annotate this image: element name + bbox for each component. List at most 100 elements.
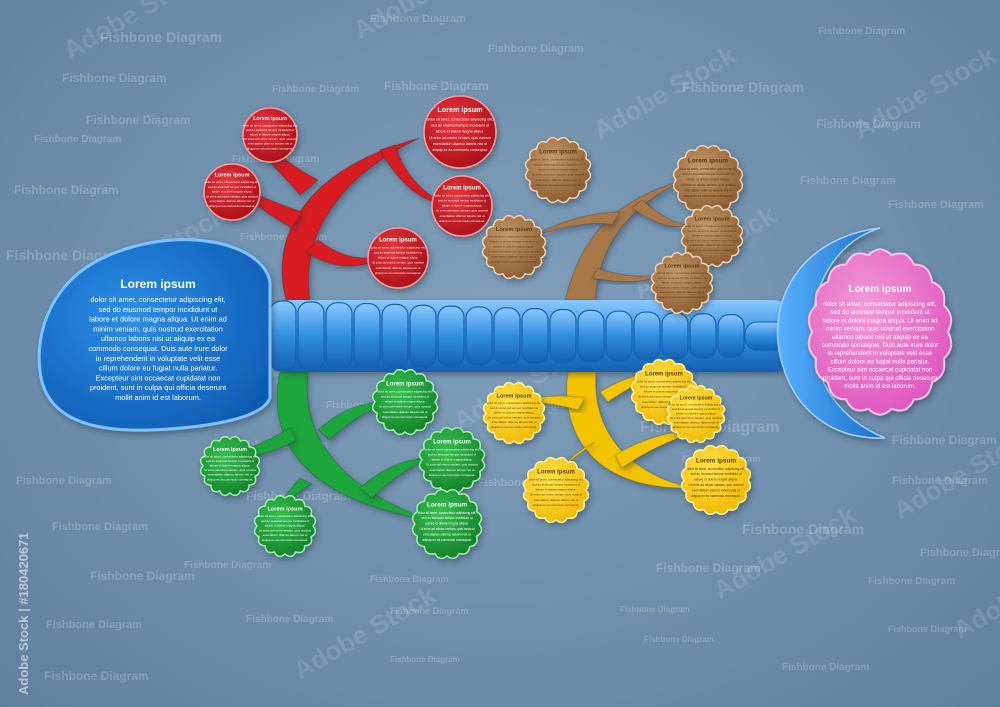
- background-fishbone-label: Fishbone Diagram: [656, 561, 761, 575]
- red-bubble-shape: [242, 107, 298, 163]
- bubble-body-line: labore et dolore magna aliqua.: [212, 190, 253, 194]
- bubble-body-line: exercitation ullamco laboris nisi ut: [423, 533, 471, 537]
- bubble-body-line: sed do eiusmod tempor incididunt ut: [672, 407, 720, 411]
- bubble-body-line: dolor sit amet, consectetur adipiscing e…: [425, 447, 480, 451]
- yellow-bubble-shape: [522, 456, 590, 524]
- bubble-body-line: aliquip ex ea commodo consequat.: [659, 295, 706, 299]
- bubble-body-line: sed do eiusmod tempor incididunt ut: [381, 395, 429, 399]
- background-fishbone-label: Fishbone Diagram: [246, 614, 333, 625]
- background-fishbone-label: Fishbone Diagram: [892, 475, 988, 487]
- bubble-body-line: Ut enim ad minim veniam, quis nostrud: [379, 405, 431, 409]
- bubble-body-line: sed do eiusmod tempor incididunt ut: [206, 459, 254, 463]
- bubble-body-line: exercitation ullamco laboris nisi ut: [440, 214, 485, 218]
- bubble-body-line: aliquip ex ea commodo consequat.: [209, 204, 256, 208]
- bubble-body-line: sed do eiusmod tempor incididunt ut: [682, 172, 733, 176]
- background-fishbone-label: Fishbone Diagram: [390, 606, 469, 616]
- bubble-body-line: aliquip ex ea commodo consequat.: [375, 271, 422, 275]
- bubble-body-line: aliquip ex ea commodo consequat.: [247, 146, 294, 150]
- vertebra: [717, 314, 745, 359]
- bubble-body-line: labore et dolore magna aliqua.: [210, 464, 251, 468]
- bubble-body-line: sed do eiusmod tempor incididunt ut: [658, 276, 706, 280]
- bubble-body-line: Ut enim ad minim veniam, quis nostrud: [419, 527, 474, 531]
- background-fishbone-label: Fishbone Diagram: [240, 232, 327, 243]
- bubble-title: Lorem ipsum: [496, 227, 532, 233]
- bubble-body-line: exercitation ullamco laboris nisi ut: [376, 266, 421, 270]
- bubble-body-line: Ut enim ad minim veniam, quis nostrud: [638, 395, 690, 399]
- bubble-body-line: Ut enim ad minim veniam, quis nostrud: [680, 183, 735, 187]
- green-bubble-shape: [418, 426, 486, 494]
- background-fishbone-label: Fishbone Diagram: [868, 576, 955, 587]
- bubble-body-line: Ut enim ad minim veniam, quis nostrud: [204, 468, 256, 472]
- head-body-line: commodo consequat. Duis aute irure dolor: [88, 344, 228, 353]
- watermark-label: Adobe Stock: [708, 499, 861, 605]
- head-body-line: dolor sit amet, consectetur adipiscing e…: [90, 295, 225, 304]
- background-fishbone-label: Fishbone Diagram: [34, 134, 121, 145]
- vertebra: [689, 313, 717, 359]
- bubble-body-line: aliquip ex ea commodo consequat.: [429, 473, 476, 477]
- bubble-body-line: exercitation ullamco laboris nisi ut: [248, 142, 293, 146]
- bubble-body-line: sed do eiusmod tempor incididunt ut: [438, 199, 486, 203]
- tail-body-line: ullamco laboris nisi ut aliquip ex ea: [832, 334, 928, 341]
- bubble-body-line: labore et dolore magna aliqua.: [378, 256, 419, 260]
- bubble-title: Lorem ipsum: [386, 382, 424, 388]
- bubble-body-line: labore et dolore magna aliqua.: [494, 411, 535, 415]
- bubble-body-line: dolor sit amet, consectetur adipiscing e…: [487, 401, 542, 405]
- vertebra: [437, 305, 465, 367]
- bubble-body-line: exercitation ullamco laboris nisi ut: [383, 410, 428, 414]
- fish-head: [37, 238, 272, 432]
- bubble-body-line: aliquip ex ea commodo consequat.: [683, 194, 732, 198]
- head-body-line: ullamco laboris nisi ut aliquip ex ea: [101, 334, 216, 343]
- bubble-title: Lorem ipsum: [443, 186, 481, 192]
- background-fishbone-label: Fishbone Diagram: [920, 547, 1000, 559]
- bubble-body-line: dolor sit amet, consectetur adipiscing e…: [687, 467, 745, 471]
- bubble-body-line: aliquip ex ea commodo consequat.: [262, 538, 309, 542]
- bubble-body-line: dolor sit amet, consectetur adipiscing e…: [378, 389, 433, 393]
- tail-body-line: minim veniam, quis nostrud exercitation: [826, 326, 935, 333]
- bubble-body-line: labore et dolore magna aliqua.: [436, 130, 485, 134]
- bubble-title: Lorem ipsum: [696, 457, 736, 464]
- background-fishbone-label: Fishbone Diagram: [644, 635, 714, 644]
- bubble-body-line: Ut enim ad minim veniam, quis nostrud: [670, 416, 722, 420]
- bubble-body-line: aliquip ex ea commodo consequat.: [491, 425, 538, 429]
- background-fishbone-label: Fishbone Diagram: [46, 619, 142, 631]
- bubble-body-line: aliquip ex ea commodo consequat.: [382, 415, 429, 419]
- bubble-body-line: dolor sit amet, consectetur adipiscing e…: [531, 157, 586, 161]
- bubble-body-line: aliquip ex ea commodo consequat.: [673, 425, 720, 429]
- bubble-body-line: labore et dolore magna aliqua.: [425, 522, 468, 526]
- background-fishbone-label: Fishbone Diagram: [682, 79, 804, 95]
- vertebra: [297, 301, 325, 371]
- bubble-body-line: Ut enim ad minim veniam, quis nostrud: [429, 136, 491, 140]
- bubble-body-line: Ut enim ad minim veniam, quis nostrud: [688, 483, 743, 487]
- brown-branch: [631, 199, 691, 227]
- head-body-line: cillum dolore eu fugiat nulla pariatur.: [99, 364, 217, 373]
- bubble-body-line: Ut enim ad minim veniam, quis nostrud: [244, 137, 296, 141]
- head-body-line: Excepteur sint occaecat cupidatat non: [96, 373, 221, 382]
- bubble-title: Lorem ipsum: [688, 157, 728, 164]
- brown-bubble-shape: [680, 204, 744, 268]
- bubble-body-line: aliquip ex ea commodo consequat.: [439, 219, 486, 223]
- tail-title: Lorem ipsum: [849, 284, 912, 295]
- bubble-body-line: dolor sit amet, consectetur adipiscing e…: [679, 167, 737, 171]
- bubble-title: Lorem ipsum: [379, 238, 417, 244]
- head-body-line: proident, sunt in culpa qui officia dese…: [90, 383, 226, 392]
- bubble-body-line: aliquip ex ea commodo consequat.: [641, 405, 688, 409]
- background-fishbone-label: Fishbone Diagram: [384, 79, 489, 93]
- yellow-bubble-shape: [680, 444, 752, 516]
- bubble-body-line: labore et dolore magna aliqua.: [442, 204, 483, 208]
- bubble-body-line: dolor sit amet, consectetur adipiscing e…: [529, 477, 584, 481]
- brown-text-bubble: Lorem ipsum dolor sit amet, consectetur a…: [672, 144, 744, 216]
- head-body-line: minim veniam, quis nostrud exercitation: [93, 324, 223, 333]
- bubble-body-line: dolor sit amet, consectetur adipiscing e…: [637, 379, 692, 383]
- green-bubble-shape: [199, 435, 261, 497]
- bubble-body-line: Ut enim ad minim veniam, quis nostrud: [426, 463, 478, 467]
- brown-bubble-shape: [481, 214, 547, 280]
- green-bubble-shape: [253, 494, 317, 558]
- bubble-title: Lorem ipsum: [433, 440, 471, 446]
